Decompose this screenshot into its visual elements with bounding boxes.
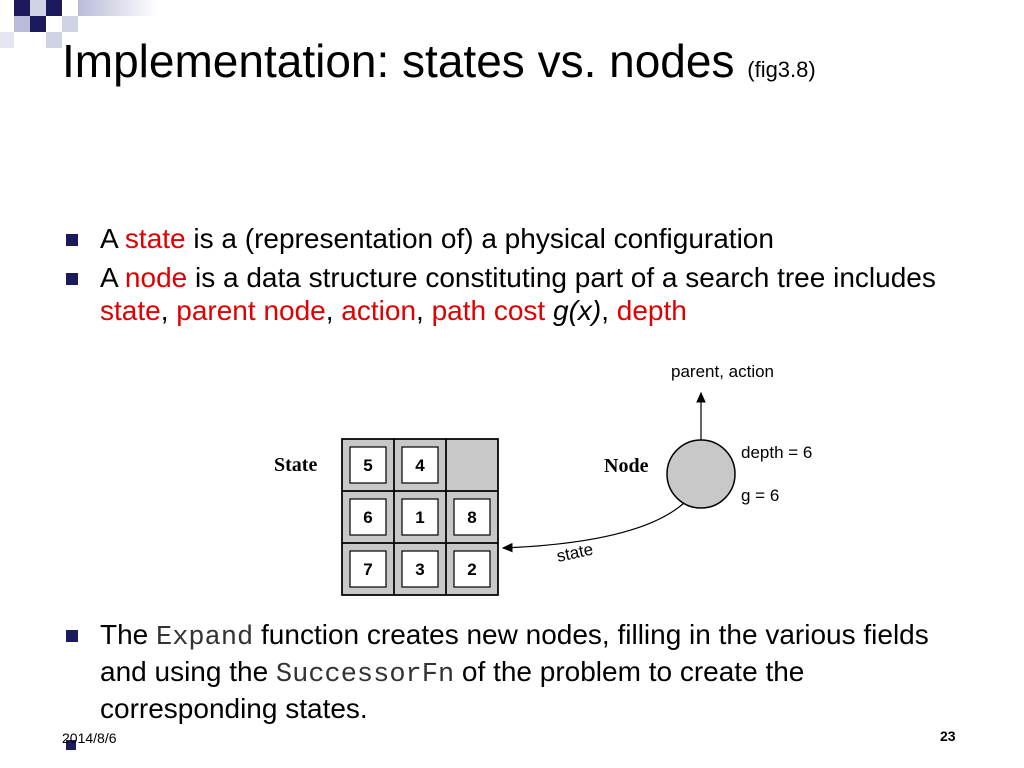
deco-square bbox=[30, 16, 46, 32]
title-text: Implementation: states vs. nodes bbox=[62, 35, 735, 87]
grid-cell bbox=[445, 542, 499, 596]
separator: , bbox=[416, 295, 432, 326]
deco-square bbox=[46, 0, 62, 16]
tile-number: 2 bbox=[467, 560, 476, 579]
depth-label: depth = 6 bbox=[741, 443, 812, 462]
bullet-node-definition: A node is a data structure constituting … bbox=[62, 261, 942, 327]
bullet-text: A bbox=[100, 262, 125, 293]
tile-number: 8 bbox=[467, 508, 476, 527]
bullet-text: of the problem to create the correspondi… bbox=[100, 656, 805, 724]
deco-square bbox=[0, 32, 14, 48]
tile-number: 4 bbox=[415, 456, 425, 475]
node-label: Node bbox=[604, 455, 649, 477]
term-state: state bbox=[124, 223, 186, 254]
bullet-list: A state is a (representation of) a physi… bbox=[62, 222, 942, 333]
node-circle bbox=[666, 439, 736, 509]
parent-action-label: parent, action bbox=[671, 362, 774, 381]
puzzle-grid: 5 4 6 1 8 7 3 2 bbox=[341, 438, 499, 596]
bullet-text: A bbox=[100, 223, 125, 254]
bullet-square-icon bbox=[66, 273, 78, 285]
function-successorfn: SuccessorFn bbox=[275, 660, 455, 690]
separator: , bbox=[325, 295, 342, 326]
function-expand: Expand bbox=[156, 623, 254, 653]
term-node: node bbox=[124, 262, 188, 293]
bullet-text: is a (representation of) a physical conf… bbox=[185, 223, 774, 254]
tile-number: 5 bbox=[363, 456, 372, 475]
deco-square bbox=[46, 32, 62, 48]
deco-square bbox=[30, 0, 46, 16]
field-parent-node: parent node bbox=[176, 295, 326, 326]
state-label: State bbox=[274, 454, 317, 476]
puzzle-tile bbox=[349, 446, 387, 484]
footer-square-icon bbox=[66, 740, 76, 750]
bullet-square-icon bbox=[66, 630, 78, 642]
bullet-square-icon bbox=[66, 234, 78, 246]
bullet-expand-function: The Expand function creates new nodes, f… bbox=[62, 618, 942, 725]
decorative-squares bbox=[0, 0, 160, 60]
deco-square bbox=[14, 0, 30, 16]
field-state: state bbox=[100, 295, 161, 326]
tile-number: 3 bbox=[415, 560, 424, 579]
field-action: action bbox=[341, 295, 417, 326]
puzzle-tile bbox=[401, 498, 439, 536]
puzzle-tile bbox=[401, 550, 439, 588]
path-cost-function: g(x) bbox=[545, 295, 602, 326]
tile-number: 6 bbox=[363, 508, 372, 527]
bullet-text: function creates new nodes, filling in t… bbox=[100, 619, 929, 687]
puzzle-tile bbox=[349, 550, 387, 588]
field-depth: depth bbox=[616, 295, 687, 326]
deco-square bbox=[62, 16, 78, 32]
bullet-list-expand: The Expand function creates new nodes, f… bbox=[62, 618, 942, 731]
bullet-text: is a data structure constituting part of… bbox=[187, 262, 936, 293]
puzzle-tile bbox=[401, 446, 439, 484]
page-number: 23 bbox=[940, 728, 956, 744]
puzzle-tile bbox=[453, 498, 491, 536]
footer-date: 2014/8/6 bbox=[62, 730, 117, 746]
field-path-cost: path cost bbox=[431, 295, 546, 326]
deco-square bbox=[14, 16, 30, 32]
title-note: (fig3.8) bbox=[747, 57, 816, 82]
slide-title: Implementation: states vs. nodes (fig3.8… bbox=[62, 36, 816, 87]
separator: , bbox=[601, 295, 617, 326]
bullet-text: The bbox=[100, 619, 157, 650]
bullet-state-definition: A state is a (representation of) a physi… bbox=[62, 222, 942, 255]
puzzle-tile bbox=[453, 550, 491, 588]
separator: , bbox=[160, 295, 177, 326]
deco-gradient-bar bbox=[78, 0, 158, 16]
state-node-diagram: State 5 4 6 1 8 7 3 2 Node parent, action depth… bbox=[274, 362, 812, 596]
puzzle-tile bbox=[349, 498, 387, 536]
g-cost-label: g = 6 bbox=[741, 486, 779, 505]
tile-number: 7 bbox=[363, 560, 372, 579]
state-arrow bbox=[501, 502, 685, 553]
tile-number: 1 bbox=[415, 508, 424, 527]
